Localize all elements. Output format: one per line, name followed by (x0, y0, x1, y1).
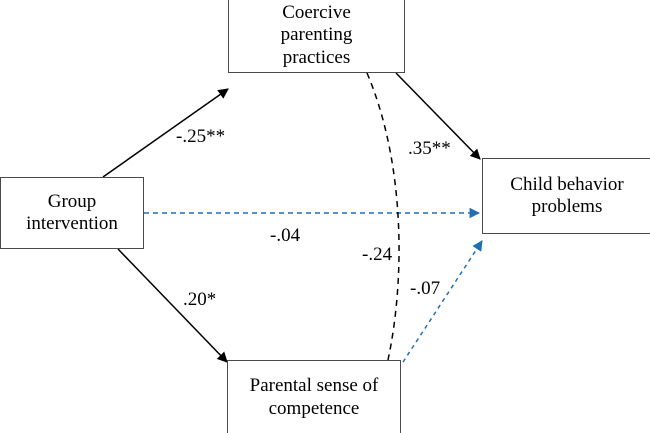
node-coercive-parenting-practices-label: Coercive parenting practices (280, 1, 353, 68)
edge-parental-sense-of-competence-to-child-behavior-problems (402, 240, 483, 363)
node-coercive-parenting-practices[interactable]: Coercive parenting practices (228, 0, 405, 73)
node-child-behavior-problems[interactable]: Child behavior problems (482, 158, 650, 234)
node-group-intervention-label: Group intervention (26, 190, 118, 234)
edge-coercive-parenting-practices-correlation-parental-sense-of-competence (366, 72, 400, 361)
edge-label-parental-sense-of-competence-to-child-behavior-problems: -.07 (410, 278, 441, 299)
edge-group-intervention-to-coercive-parenting-practices (102, 88, 229, 178)
edge-coercive-parenting-practices-to-child-behavior-problems (395, 72, 481, 160)
edge-label-group-intervention-to-coercive-parenting-practices: -.25** (176, 126, 226, 147)
edge-label-coercive-parenting-practices-correlation-parental-sense-of-competence: -.24 (362, 244, 393, 265)
node-parental-sense-of-competence-label: Parental sense of competence (249, 375, 379, 419)
node-child-behavior-problems-label: Child behavior problems (510, 173, 624, 217)
edge-label-coercive-parenting-practices-to-child-behavior-problems: .35** (408, 138, 451, 159)
node-parental-sense-of-competence[interactable]: Parental sense of competence (227, 360, 401, 433)
edge-label-group-intervention-to-parental-sense-of-competence: .20* (183, 289, 217, 310)
edge-group-intervention-to-parental-sense-of-competence (117, 248, 228, 363)
edge-label-group-intervention-to-child-behavior-problems-direct: -.04 (270, 225, 301, 246)
node-group-intervention[interactable]: Group intervention (0, 177, 144, 249)
